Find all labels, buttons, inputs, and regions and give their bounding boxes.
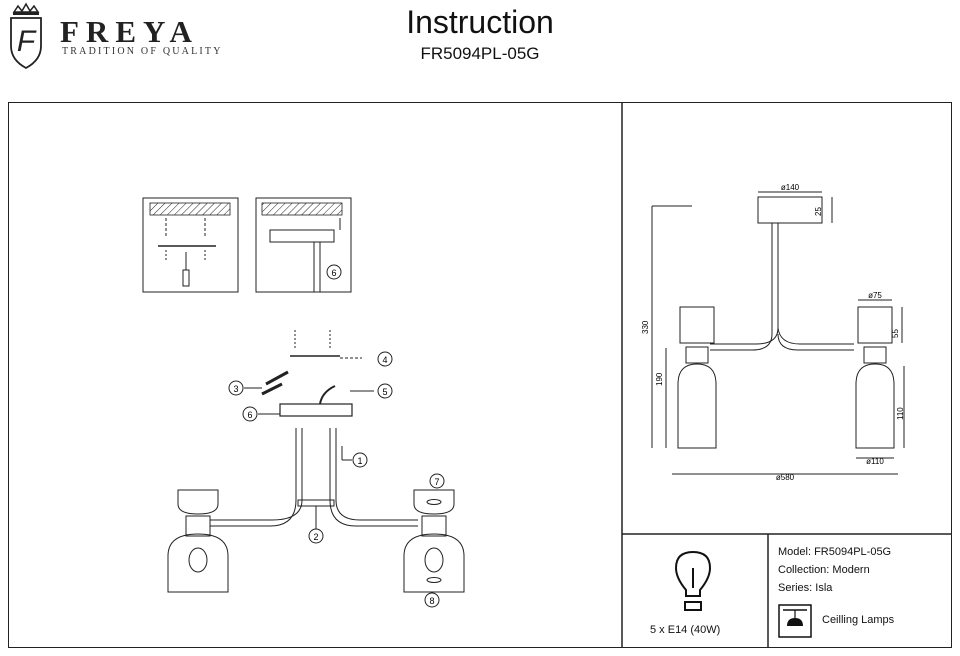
dim-shade-height: 110 xyxy=(896,407,905,420)
svg-text:6: 6 xyxy=(247,410,252,420)
callout-6-inset: 6 xyxy=(331,268,336,278)
spec-collection: Collection: Modern xyxy=(778,564,870,576)
spec-series: Series: Isla xyxy=(778,582,833,594)
page-title: Instruction xyxy=(406,4,554,40)
dim-overall-height: 330 xyxy=(641,320,650,334)
dim-shade-diameter: ø110 xyxy=(866,457,884,466)
spec-category: Ceilling Lamps xyxy=(822,614,895,626)
callout-3: 3 xyxy=(228,380,244,396)
callout-4: 4 xyxy=(377,351,393,367)
callout-1: 1 xyxy=(352,452,368,468)
brand-tagline: TRADITION OF QUALITY xyxy=(62,46,223,57)
dimension-drawing: ø140 25 330 190 ø75 55 110 ø110 ø580 xyxy=(641,183,905,482)
assembly-diagram: 6 xyxy=(142,197,465,608)
dim-canopy-height: 25 xyxy=(814,207,823,216)
mounting-step-2: 6 xyxy=(255,197,352,293)
instruction-frame xyxy=(8,102,952,648)
ceiling-lamp-icon xyxy=(778,604,812,638)
crest-icon: F xyxy=(10,2,42,70)
callout-7: 7 xyxy=(429,473,445,489)
svg-text:3: 3 xyxy=(233,384,238,394)
callout-2: 2 xyxy=(308,528,324,544)
bulb-icon xyxy=(674,550,712,611)
dim-cup-height: 55 xyxy=(891,329,900,338)
dim-arm-height: 190 xyxy=(655,372,664,386)
dim-canopy-diameter: ø140 xyxy=(781,183,800,192)
brand-name: FREYA xyxy=(60,14,199,49)
brand-logo: F xyxy=(6,2,46,70)
svg-text:F: F xyxy=(17,25,37,58)
callout-5: 5 xyxy=(377,383,393,399)
spec-model: Model: FR5094PL-05G xyxy=(778,546,892,558)
svg-text:2: 2 xyxy=(313,532,318,542)
callout-6: 6 xyxy=(242,406,258,422)
svg-text:4: 4 xyxy=(382,355,387,365)
svg-text:8: 8 xyxy=(429,596,434,606)
bulb-spec: 5 x E14 (40W) xyxy=(650,624,721,636)
lamp-right xyxy=(403,489,465,593)
dim-overall-width: ø580 xyxy=(776,473,795,482)
callout-8: 8 xyxy=(424,592,440,608)
exploded-canopy xyxy=(210,330,418,530)
lamp-left xyxy=(167,489,229,593)
dim-cup-diameter: ø75 xyxy=(868,291,882,300)
svg-text:7: 7 xyxy=(434,477,439,487)
svg-text:1: 1 xyxy=(357,456,362,466)
page-subtitle-model: FR5094PL-05G xyxy=(420,44,540,63)
svg-text:5: 5 xyxy=(382,387,387,397)
mounting-step-1 xyxy=(142,197,239,293)
